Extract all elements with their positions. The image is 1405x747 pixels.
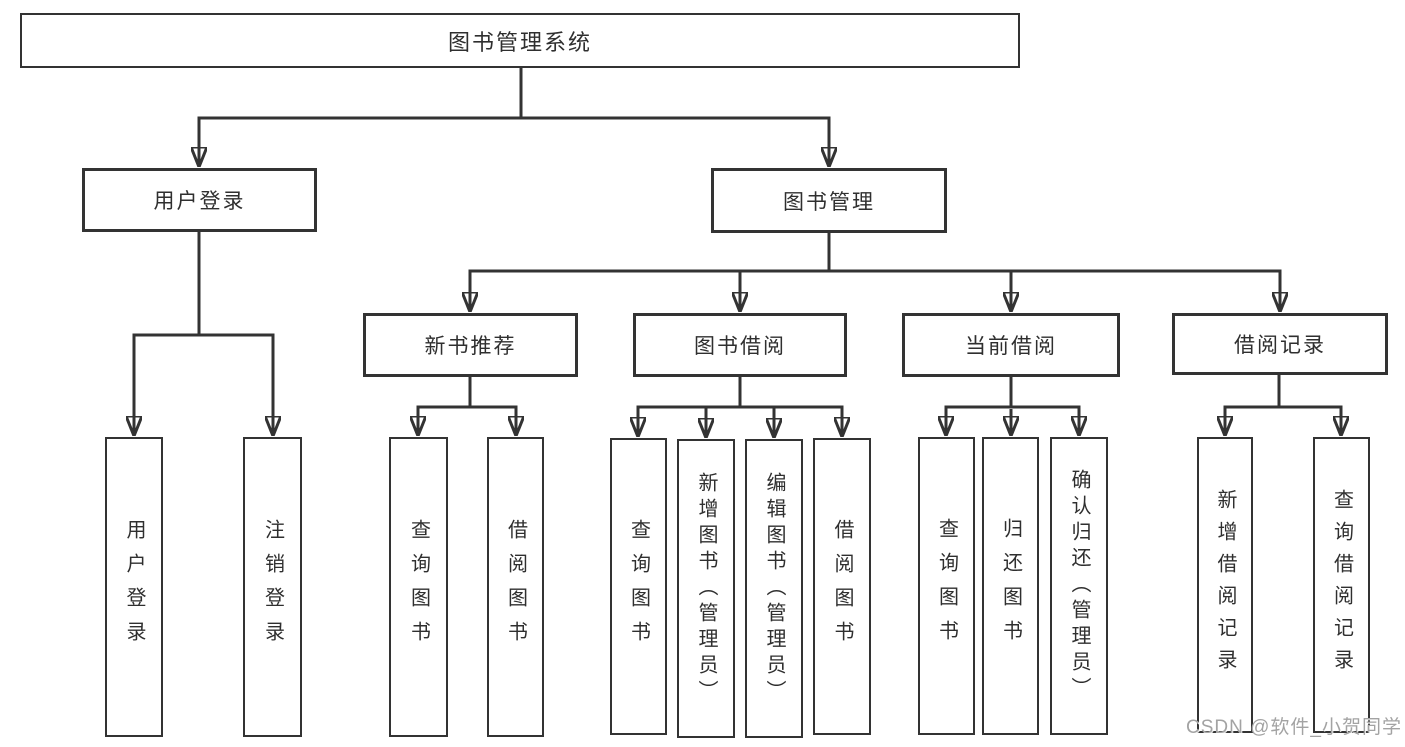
leaf-bb-query-label: 查询图书	[627, 518, 650, 655]
leaf-borrow-edit-books-admin: 编辑图书（管理员）	[745, 439, 803, 738]
node-borrow-records: 借阅记录	[1172, 313, 1388, 375]
leaf-user-login: 用户登录	[105, 437, 163, 737]
connector-borrow-records	[1225, 375, 1341, 435]
node-book-management-label: 图书管理	[783, 190, 875, 214]
leaf-current-return-books: 归还图书	[982, 437, 1039, 735]
leaf-cb-confirm-label: 确认归还（管理员）	[1068, 469, 1090, 703]
leaf-borrow-query-books: 查询图书	[610, 438, 667, 735]
node-root: 图书管理系统	[20, 13, 1020, 68]
connector-current-borrow	[946, 377, 1079, 435]
leaf-user-login-label: 用户登录	[123, 519, 145, 655]
leaf-newbook-borrow-books: 借阅图书	[487, 437, 544, 737]
leaf-bb-edit-label: 编辑图书（管理员）	[763, 471, 785, 706]
node-user-login-label: 用户登录	[153, 190, 246, 213]
leaf-nb-query-label: 查询图书	[407, 519, 430, 655]
node-root-label: 图书管理系统	[447, 29, 592, 55]
leaf-bb-add-label: 新增图书（管理员）	[695, 471, 717, 706]
connector-new-book	[418, 377, 516, 435]
connector-user-login	[134, 232, 273, 435]
leaf-current-confirm-return-admin: 确认归还（管理员）	[1050, 437, 1108, 735]
leaf-current-query-books: 查询图书	[918, 437, 975, 735]
node-new-book-recommend: 新书推荐	[363, 313, 578, 377]
leaf-records-query-record: 查询借阅记录	[1313, 437, 1370, 733]
node-borrow-records-label: 借阅记录	[1234, 334, 1326, 357]
leaf-records-add-record: 新增借阅记录	[1197, 437, 1253, 733]
node-new-book-label: 新书推荐	[424, 335, 517, 358]
node-book-borrow-label: 图书借阅	[694, 335, 786, 358]
connector-book-borrow	[638, 377, 842, 437]
leaf-br-add-label: 新增借阅记录	[1214, 489, 1236, 681]
leaf-newbook-query-books: 查询图书	[389, 437, 448, 737]
node-current-borrow: 当前借阅	[902, 313, 1120, 377]
node-current-borrow-label: 当前借阅	[965, 335, 1057, 358]
leaf-br-query-label: 查询借阅记录	[1330, 489, 1353, 681]
leaf-nb-borrow-label: 借阅图书	[504, 519, 527, 655]
leaf-bb-borrow-label: 借阅图书	[831, 518, 853, 655]
node-user-login: 用户登录	[82, 168, 317, 232]
leaf-logout-login: 注销登录	[243, 437, 302, 737]
leaf-logout-label: 注销登录	[261, 519, 284, 655]
node-book-management: 图书管理	[711, 168, 947, 233]
leaf-borrow-add-books-admin: 新增图书（管理员）	[677, 439, 735, 738]
connector-book-management	[470, 233, 1280, 311]
leaf-borrow-borrow-books: 借阅图书	[813, 438, 871, 735]
watermark: CSDN @软件_小贺同学	[1186, 717, 1402, 738]
connector-root	[199, 68, 829, 166]
leaf-cb-query-label: 查询图书	[935, 518, 958, 654]
node-book-borrow: 图书借阅	[633, 313, 847, 377]
leaf-cb-return-label: 归还图书	[999, 518, 1022, 654]
